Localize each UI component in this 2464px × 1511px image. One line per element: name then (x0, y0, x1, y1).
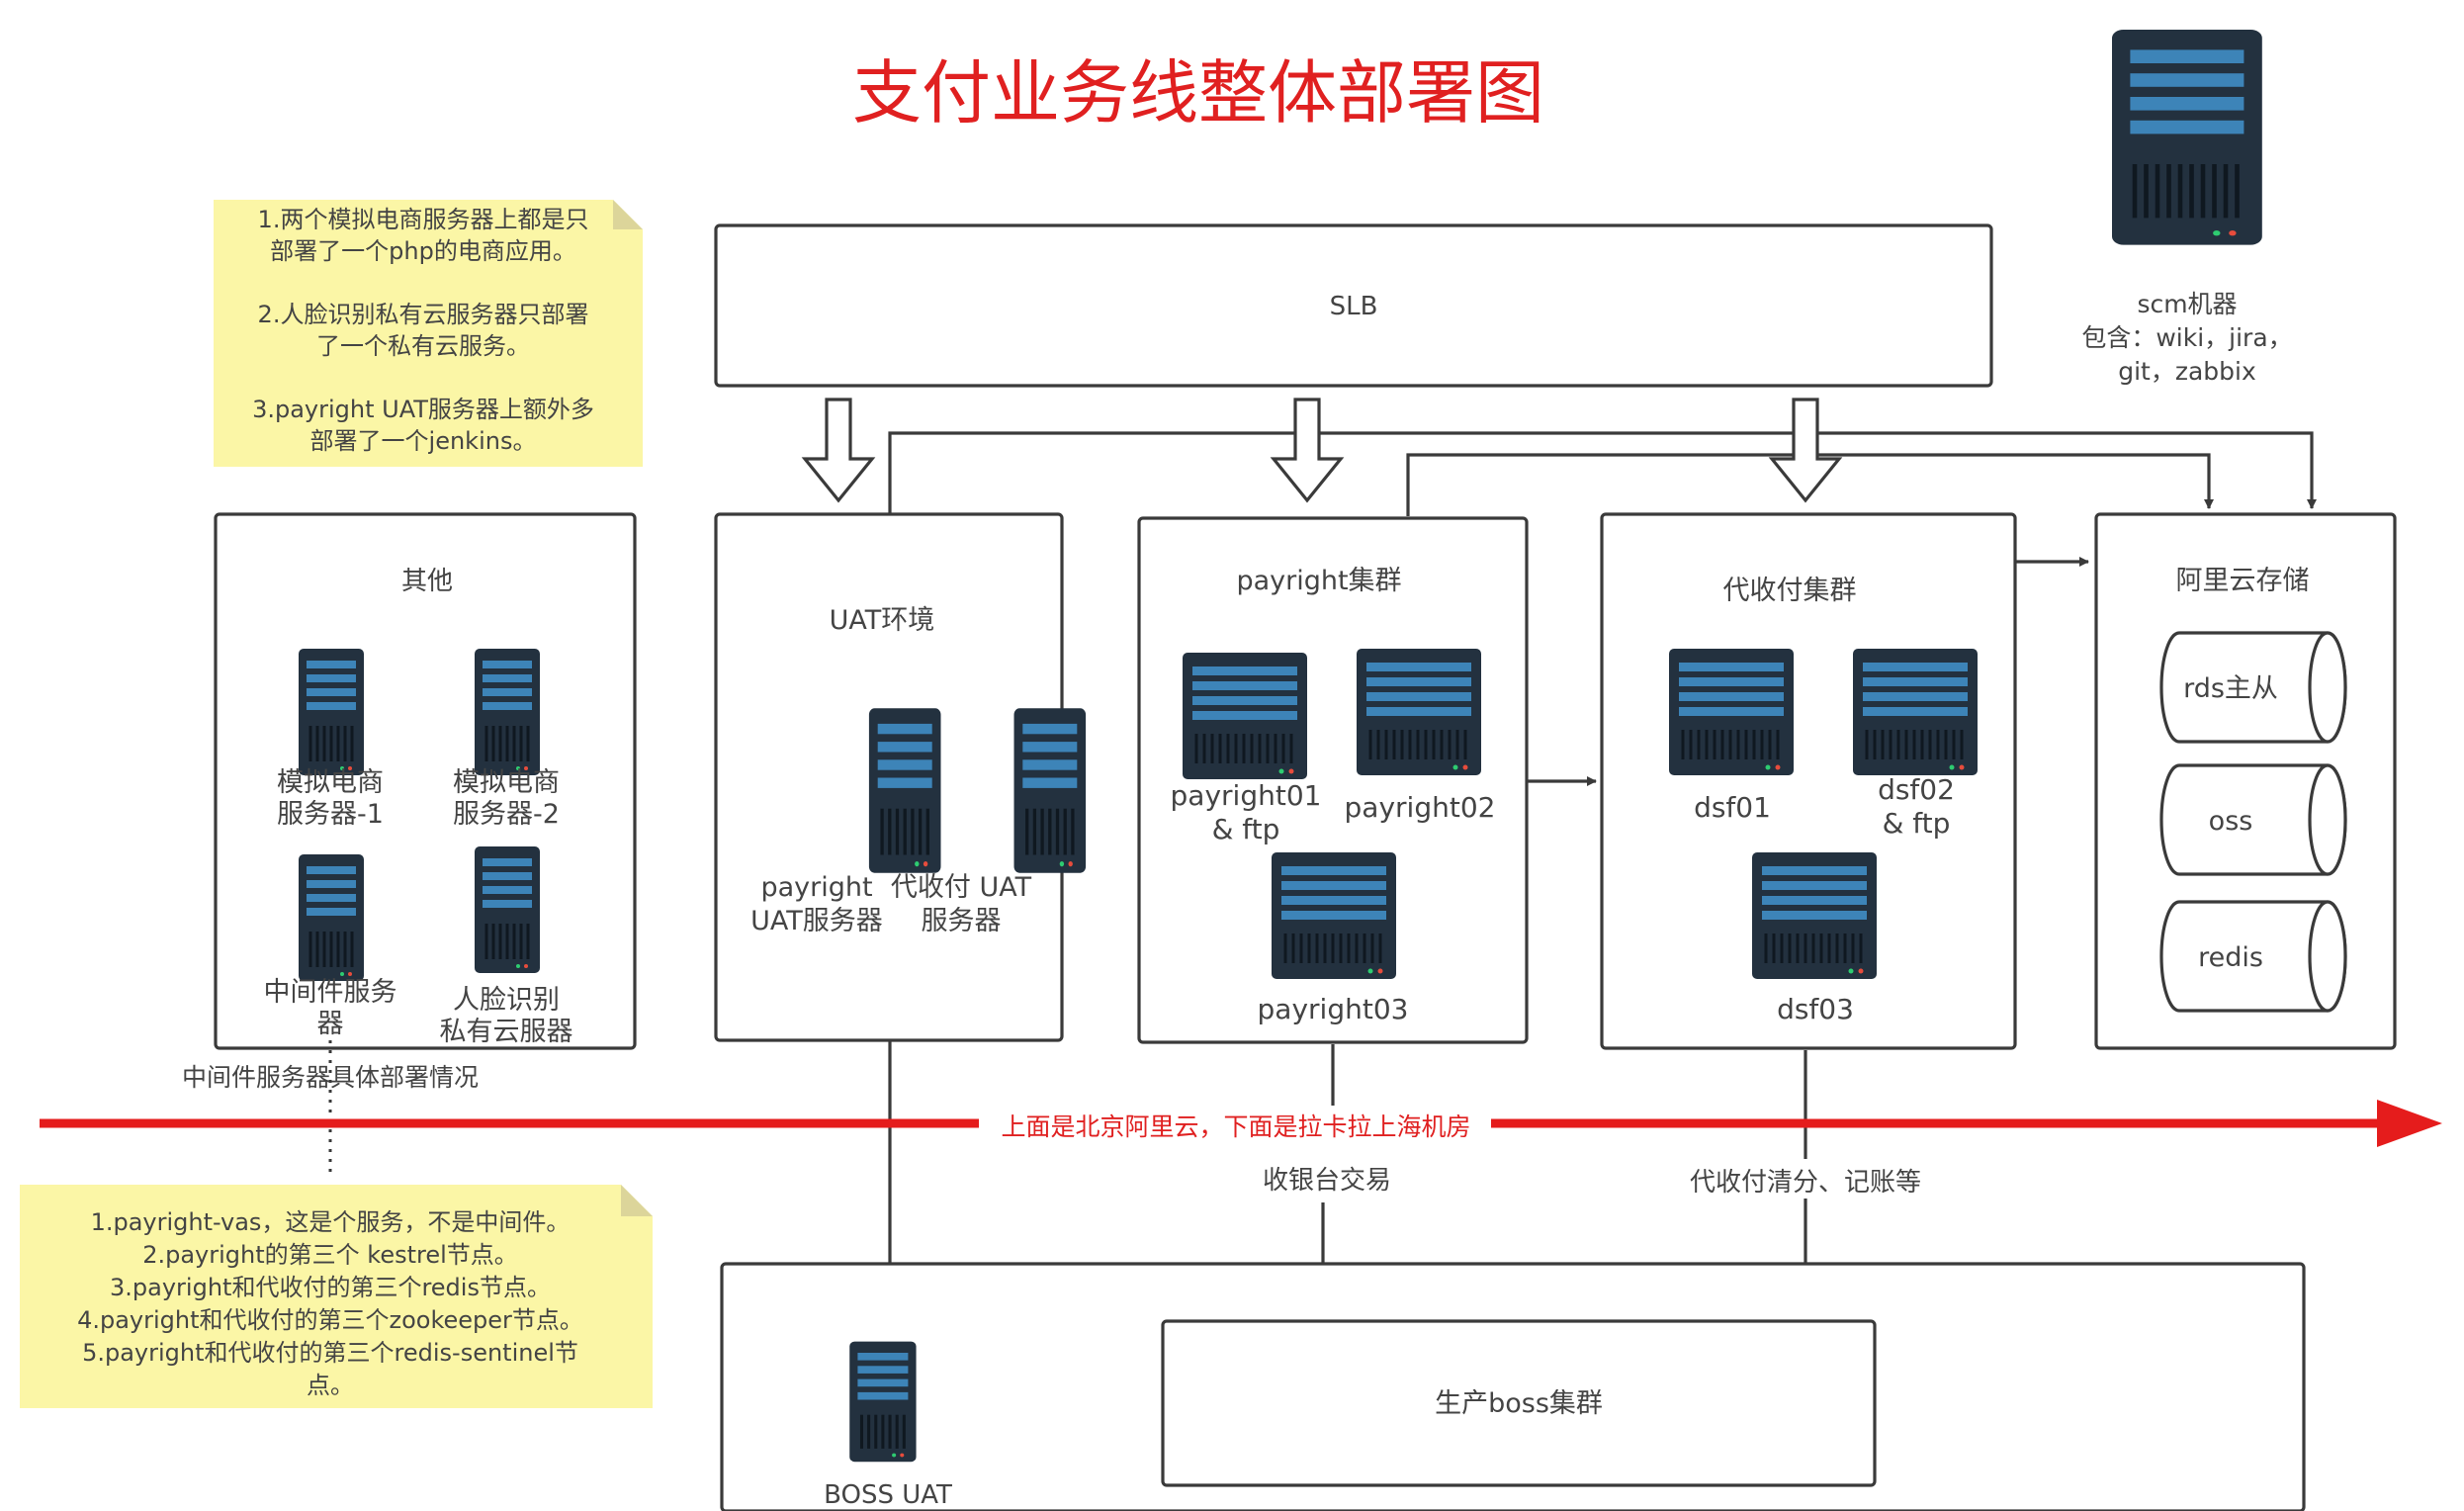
boss-cluster-label: 生产boss集群 (1435, 1388, 1603, 1419)
note-line: 了一个私有云服务。 (316, 332, 530, 360)
server-label: payright01 (1171, 779, 1322, 812)
server-label: dsf02 (1878, 773, 1955, 806)
server-icon (297, 852, 366, 983)
scm-caption-line: scm机器 (2137, 290, 2237, 318)
server-icon (1750, 850, 1879, 981)
storage-cylinder (2159, 900, 2347, 1013)
server-label: payright02 (1345, 791, 1496, 824)
server-icon (473, 647, 542, 777)
storage-item-label: redis (2198, 942, 2263, 973)
scm-caption-line: git，zabbix (2118, 357, 2256, 386)
server-label: dsf01 (1694, 791, 1771, 824)
server-icon (1270, 850, 1398, 981)
server-label: 模拟电商 (453, 767, 560, 798)
scm-caption-line: 包含：wiki，jira， (2081, 323, 2292, 352)
note-line: 点。 (307, 1372, 354, 1399)
note-line: 1.两个模拟电商服务器上都是只 (258, 206, 589, 233)
slb-label: SLB (1330, 292, 1378, 321)
storage-cylinder (2159, 631, 2347, 744)
region-divider-arrowhead (2377, 1100, 2442, 1147)
note-line: 3.payright UAT服务器上额外多 (252, 396, 594, 423)
group-storage-title: 阿里云存储 (2176, 566, 2310, 596)
bottom-note: 1.payright-vas，这是个服务，不是中间件。 2.payright的第三… (20, 1185, 653, 1408)
diagram-title: 支付业务线整体部署图 (852, 52, 1544, 133)
edge-label-cashier: 收银台交易 (1263, 1166, 1391, 1196)
group-dsf (1600, 512, 2017, 1050)
note-line: 2.payright的第三个 kestrel节点。 (142, 1241, 518, 1269)
note-line: 5.payright和代收付的第三个redis-sentinel节 (82, 1339, 578, 1367)
server-label: 服务器 (922, 906, 1002, 936)
group-uat-title: UAT环境 (830, 605, 935, 636)
group-other-title: 其他 (401, 567, 453, 596)
server-icon (1667, 647, 1796, 777)
server-icon (297, 647, 366, 777)
note-line: 4.payright和代收付的第三个zookeeper节点。 (77, 1306, 583, 1334)
region-divider-label: 上面是北京阿里云，下面是拉卡拉上海机房 (1001, 1112, 1470, 1141)
server-icon (847, 1340, 919, 1464)
server-label: 服务器-2 (453, 799, 560, 830)
uat-to-storage-connector (888, 431, 2317, 514)
server-label: payright (760, 872, 872, 903)
server-label: & ftp (1883, 807, 1951, 840)
slb-to-payright-arrow (1272, 398, 1343, 502)
slb-to-dsf-arrow (1770, 398, 1841, 502)
server-label: payright03 (1258, 993, 1409, 1025)
server-label: 中间件服务 (264, 977, 397, 1008)
note-line: 2.人脸识别私有云服务器只部署 (258, 301, 589, 328)
server-label: dsf03 (1777, 993, 1854, 1025)
scm-server-icon (2112, 30, 2262, 245)
boss-cluster-box (1161, 1319, 1877, 1487)
group-dsf-title: 代收付集群 (1723, 576, 1857, 606)
storage-cylinder (2159, 763, 2347, 876)
slb-box (714, 223, 1993, 388)
slb-to-uat-arrow (803, 398, 874, 502)
server-label: 模拟电商 (277, 767, 384, 798)
note-line: 1.payright-vas，这是个服务，不是中间件。 (91, 1208, 571, 1236)
server-icon (1851, 647, 1980, 777)
storage-item-label: oss (2209, 806, 2253, 837)
server-icon (1012, 706, 1089, 875)
server-icon (473, 844, 542, 975)
server-label: 人脸识别 (453, 985, 560, 1016)
server-label: 器 (317, 1009, 344, 1039)
server-label: UAT服务器 (750, 906, 883, 936)
storage-item-label: rds主从 (2183, 673, 2278, 704)
server-icon (1181, 651, 1309, 781)
server-icon (1355, 647, 1483, 777)
group-payright-title: payright集群 (1236, 566, 1401, 596)
note-line: 3.payright和代收付的第三个redis节点。 (110, 1274, 551, 1301)
edge-label-settlement: 代收付清分、记账等 (1690, 1168, 1921, 1198)
server-label: 代收付 UAT (891, 872, 1032, 903)
server-label: & ftp (1212, 813, 1280, 845)
note-line: 部署了一个php的电商应用。 (270, 237, 576, 265)
server-icon (866, 706, 943, 875)
note-line: 部署了一个jenkins。 (310, 427, 537, 455)
boss-uat-label: BOSS UAT (824, 1480, 952, 1510)
server-label: 私有云服器 (440, 1017, 573, 1047)
server-label: 服务器-1 (277, 799, 384, 830)
middleware-caption: 中间件服务器具体部署情况 (182, 1063, 479, 1092)
